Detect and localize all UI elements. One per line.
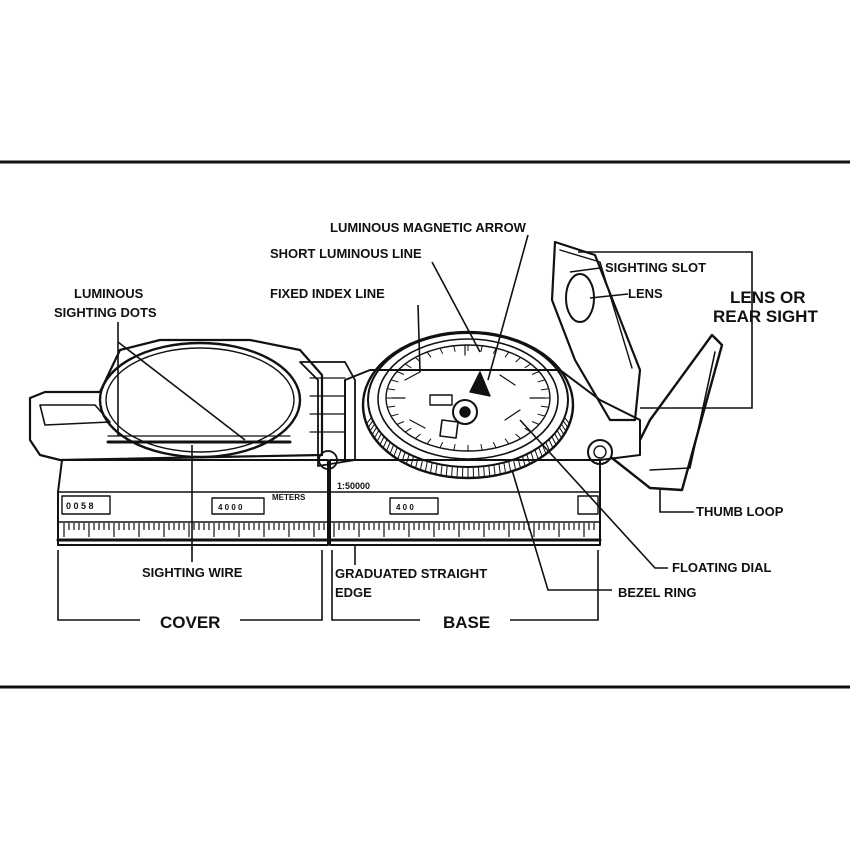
dial-graduation-mark: [481, 444, 482, 450]
bezel-knurl-mark: [383, 439, 387, 448]
dial-graduation-mark: [541, 406, 549, 407]
dial-graduation-mark: [505, 439, 509, 444]
bezel-knurl-mark: [557, 430, 561, 438]
dial-graduation-mark: [481, 346, 482, 352]
bezel-knurl-mark: [555, 434, 559, 442]
dial-graduation-mark: [440, 442, 443, 448]
bezel-knurl-mark: [478, 467, 479, 478]
dial-graduation-mark: [493, 442, 496, 448]
bezel-knurl-mark: [457, 467, 458, 478]
bezel-knurl-mark: [452, 466, 453, 477]
bezel-knurl-mark: [380, 436, 384, 444]
dial-graduation-mark: [397, 422, 404, 425]
bezel-knurl-mark: [377, 434, 381, 442]
bezel-knurl-mark: [390, 445, 394, 454]
rear-sight-drawing: [552, 242, 722, 490]
base-scale-text: 1:50000: [337, 481, 370, 491]
dial-graduation-mark: [387, 389, 395, 390]
dial-graduation-mark: [397, 372, 404, 375]
bezel-knurl-mark: [374, 430, 378, 438]
label-thumb-loop: THUMB LOOP: [696, 504, 784, 519]
label-base: BASE: [443, 613, 490, 632]
label-lens: LENS: [628, 286, 663, 301]
bezel-knurl-mark: [372, 427, 377, 434]
dial-graduation-mark: [541, 389, 549, 390]
bezel-knurl-mark: [368, 421, 373, 428]
bezel-knurl-mark: [386, 442, 390, 451]
dial-graduation-mark: [516, 434, 521, 439]
bezel-knurl-mark: [499, 464, 501, 475]
bezel-knurl-mark: [559, 427, 564, 434]
label-cover: COVER: [160, 613, 220, 632]
bezel-knurl-mark: [425, 461, 427, 471]
label-luminous-sighting-dots-line2: SIGHTING DOTS: [54, 305, 157, 320]
label-floating-dial: FLOATING DIAL: [672, 560, 771, 575]
label-luminous-sighting-dots-line1: LUMINOUS: [74, 286, 144, 301]
bezel-knurl-mark: [565, 417, 570, 424]
dial-graduation-mark: [415, 434, 420, 439]
dial-graduation-mark: [440, 348, 443, 354]
bezel-knurl-mark: [539, 447, 543, 456]
bezel-knurl-mark: [552, 436, 556, 444]
bezel-knurl-mark: [441, 465, 442, 476]
bezel-knurl-mark: [367, 417, 372, 424]
label-lens-or-rear-sight-line2: REAR SIGHT: [713, 307, 818, 326]
bezel-knurl-mark: [484, 466, 485, 477]
bezel-knurl-mark: [509, 461, 511, 471]
label-graduated-straight-edge-line2: EDGE: [335, 585, 372, 600]
dial-graduation-mark: [391, 414, 399, 416]
bezel-knurl-mark: [494, 465, 495, 476]
label-lens-or-rear-sight-line1: LENS OR: [730, 288, 806, 307]
bezel-knurl-mark: [549, 439, 553, 448]
bezel-knurl-mark: [535, 450, 538, 459]
label-fixed-index-line: FIXED INDEX LINE: [270, 286, 385, 301]
cover-left-numbers: 0 0 5 8: [66, 501, 94, 511]
bezel-knurl-mark: [436, 464, 438, 475]
dial-graduation-mark: [525, 364, 531, 368]
bezel-knurl-mark: [504, 463, 506, 474]
cover-ruler-ticks: [64, 523, 324, 537]
dial-graduation-mark: [532, 422, 539, 425]
dial-graduation-mark: [532, 372, 539, 375]
bezel-knurl-mark: [370, 424, 375, 431]
label-graduated-straight-edge-line1: GRADUATED STRAIGHT: [335, 566, 487, 581]
floating-dial-drawing: [386, 345, 550, 451]
bezel-ring-drawing: [363, 332, 573, 478]
label-sighting-slot: SIGHTING SLOT: [605, 260, 706, 275]
dial-graduation-mark: [405, 428, 411, 432]
label-bezel-ring: BEZEL RING: [618, 585, 697, 600]
cover-ruler: [58, 460, 328, 545]
bezel-knurl-mark: [513, 460, 515, 470]
cover-meters-text: METERS: [272, 493, 306, 502]
dial-graduation-mark: [391, 380, 399, 382]
dial-graduation-mark: [538, 414, 546, 416]
bezel-knurl-mark: [522, 456, 525, 466]
bezel-knurl-mark: [446, 466, 447, 477]
dial-graduation-mark: [454, 346, 455, 352]
bezel-knurl-mark: [420, 460, 422, 470]
dial-graduation-mark: [405, 364, 411, 368]
bezel-knurl-mark: [394, 447, 398, 456]
dial-graduation-mark: [454, 444, 455, 450]
dial-graduation-mark: [387, 406, 395, 407]
dial-graduation-mark: [427, 439, 431, 444]
base-mid-numbers: 4 0 0: [396, 503, 414, 512]
bezel-knurl-mark: [563, 421, 568, 428]
base-ruler-ticks: [334, 523, 594, 537]
label-luminous-magnetic-arrow: LUMINOUS MAGNETIC ARROW: [330, 220, 527, 235]
cover-mid-numbers: 4 0 0 0: [218, 503, 243, 512]
bezel-knurl-mark: [489, 466, 490, 477]
dial-graduation-mark: [516, 357, 521, 362]
bezel-knurl-mark: [430, 463, 432, 474]
bezel-knurl-mark: [411, 456, 414, 466]
bezel-knurl-mark: [561, 424, 566, 431]
label-sighting-wire: SIGHTING WIRE: [142, 565, 243, 580]
dial-graduation-mark: [538, 380, 546, 382]
dial-graduation-mark: [505, 352, 509, 357]
label-short-luminous-line: SHORT LUMINOUS LINE: [270, 246, 422, 261]
dial-graduation-mark: [427, 352, 431, 357]
bezel-knurl-mark: [398, 450, 401, 459]
